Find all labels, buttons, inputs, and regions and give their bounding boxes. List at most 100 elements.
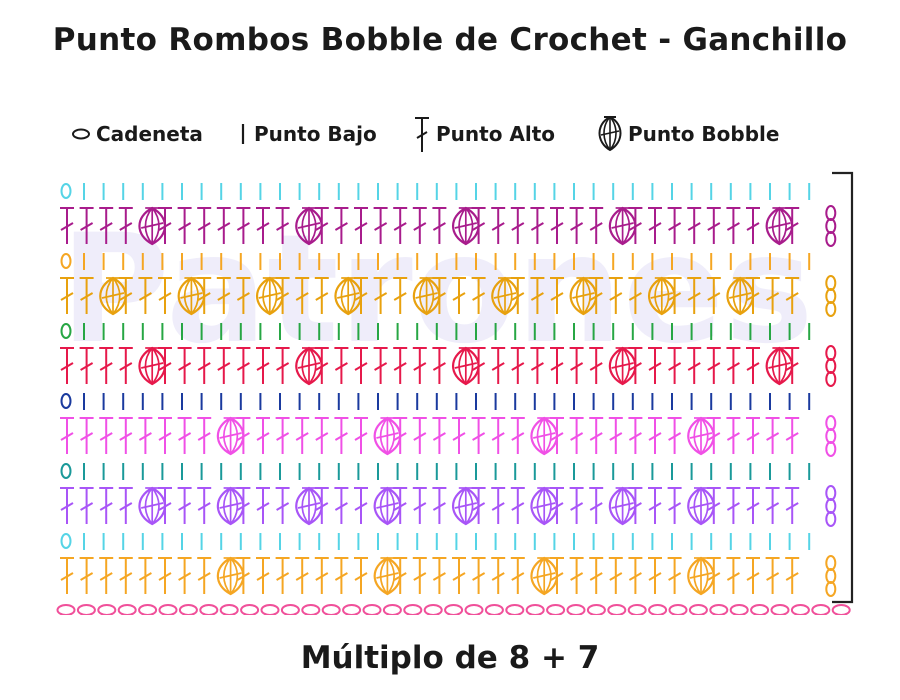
bobble-stitch-mark <box>530 556 559 596</box>
double-crochet-mark <box>295 417 310 454</box>
bobble-stitch-mark <box>608 486 637 526</box>
foundation-chain-mark <box>362 604 382 615</box>
foundation-chain-mark <box>770 604 790 615</box>
double-crochet-mark <box>667 487 682 524</box>
double-crochet-mark <box>393 347 408 384</box>
foundation-chain-mark <box>586 604 606 615</box>
double-crochet-mark <box>197 417 212 454</box>
double-crochet-mark <box>79 277 94 314</box>
bobble-stitch-mark <box>295 206 323 246</box>
double-crochet-mark <box>60 417 74 454</box>
double-crochet-mark <box>510 487 525 524</box>
double-crochet-mark <box>550 347 564 384</box>
turning-chain-mark <box>825 428 837 444</box>
double-crochet-mark <box>510 417 525 454</box>
double-crochet-mark <box>177 347 192 384</box>
double-crochet-mark <box>648 417 662 454</box>
foundation-chain-mark <box>56 604 76 615</box>
double-crochet-mark <box>216 347 231 384</box>
double-crochet-mark <box>118 557 133 594</box>
double-crochet-mark <box>628 277 643 314</box>
double-crochet-mark <box>354 557 368 594</box>
double-crochet-mark <box>354 487 368 524</box>
double-crochet-mark <box>785 347 800 384</box>
double-crochet-mark <box>746 277 760 314</box>
foundation-chain-mark <box>199 604 219 615</box>
double-crochet-mark <box>334 557 349 594</box>
bobble-stitch-mark <box>295 486 323 526</box>
double-crochet-mark <box>765 417 780 454</box>
bobble-stitch-mark <box>687 416 715 456</box>
double-crochet-mark <box>118 207 133 244</box>
foundation-chain-mark <box>790 604 810 615</box>
bobble-stitch-mark <box>216 416 245 456</box>
turning-chain-mark <box>60 393 72 409</box>
legend-label: Punto Bobble <box>628 122 780 146</box>
double-crochet-mark <box>275 207 290 244</box>
turning-chain-mark <box>825 415 837 431</box>
foundation-chain-mark <box>505 604 525 615</box>
double-crochet-mark <box>471 207 486 244</box>
double-crochet-mark <box>785 417 800 454</box>
foundation-chain-mark <box>444 604 464 615</box>
double-crochet-mark <box>216 207 231 244</box>
double-crochet-mark <box>510 557 525 594</box>
foundation-chain-mark <box>831 604 851 615</box>
repeat-bracket <box>832 171 854 604</box>
double-crochet-mark <box>667 277 682 314</box>
double-crochet-mark <box>569 207 584 244</box>
double-crochet-mark <box>432 347 447 384</box>
double-crochet-mark <box>99 557 114 594</box>
bobble-stitch-mark <box>138 206 167 246</box>
double-crochet-mark <box>79 487 94 524</box>
double-crochet-mark <box>589 487 604 524</box>
double-crochet-mark <box>79 207 94 244</box>
legend-label: Cadeneta <box>96 122 203 146</box>
foundation-chain-mark <box>280 604 300 615</box>
foundation-chain-mark <box>219 604 239 615</box>
foundation-chain-mark <box>423 604 443 615</box>
double-crochet-mark <box>118 277 133 314</box>
foundation-chain-mark <box>709 604 729 615</box>
double-crochet-mark <box>373 207 388 244</box>
foundation-chain-mark <box>117 604 137 615</box>
foundation-chain-mark <box>464 604 484 615</box>
double-crochet-mark <box>314 557 329 594</box>
double-crochet-mark <box>412 207 427 244</box>
double-crochet-mark <box>785 207 800 244</box>
double-crochet-mark <box>510 347 525 384</box>
double-crochet-mark <box>256 557 270 594</box>
foundation-chain-mark <box>729 604 749 615</box>
double-crochet-mark <box>569 487 584 524</box>
turning-chain-mark <box>60 533 72 549</box>
double-crochet-mark <box>550 417 564 454</box>
foundation-chain-mark <box>76 604 96 615</box>
bobble-stitch-mark <box>334 276 363 316</box>
double-crochet-mark <box>648 207 662 244</box>
bobble-stitch-mark <box>491 276 519 316</box>
double-crochet-mark <box>79 347 94 384</box>
double-crochet-mark <box>256 207 270 244</box>
double-crochet-mark <box>667 347 682 384</box>
bobble-stitch-mark <box>569 276 598 316</box>
double-crochet-mark <box>138 277 153 314</box>
double-crochet-mark <box>60 487 74 524</box>
double-crochet-mark <box>628 487 643 524</box>
stitch-diagram <box>56 171 854 615</box>
turning-chain-mark <box>825 231 837 247</box>
double-crochet-mark <box>393 487 408 524</box>
double-crochet-mark <box>726 207 741 244</box>
double-crochet-mark <box>197 347 212 384</box>
turning-chain-mark <box>825 498 837 514</box>
double-crochet-mark <box>197 207 212 244</box>
double-crochet-mark <box>706 347 721 384</box>
double-crochet-mark <box>60 347 74 384</box>
double-crochet-mark <box>706 487 721 524</box>
double-crochet-mark <box>452 417 466 454</box>
double-crochet-mark <box>236 557 251 594</box>
foundation-chain-mark <box>811 604 831 615</box>
double-crochet-mark <box>177 487 192 524</box>
double-crochet-mark <box>275 347 290 384</box>
bobble-stitch-mark <box>255 276 284 316</box>
double-crochet-mark <box>608 557 623 594</box>
